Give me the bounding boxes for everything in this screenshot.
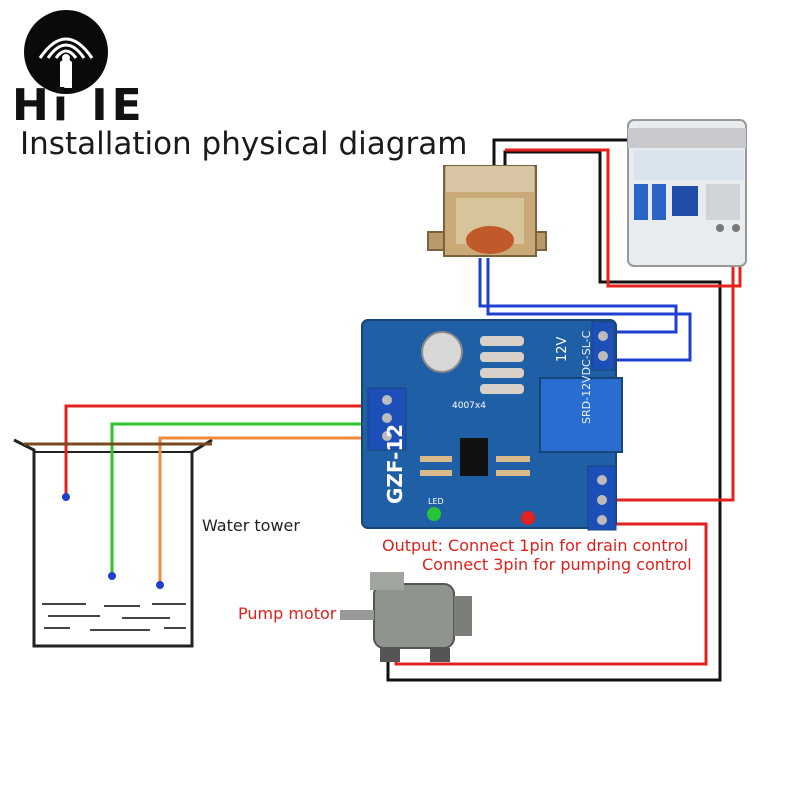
logo-icon <box>24 10 108 94</box>
board-model: GZF-12 <box>383 424 407 504</box>
brand-logo-text: Hi IE <box>12 80 146 131</box>
power-wires <box>386 138 742 682</box>
page-title: Installation physical diagram <box>20 126 468 162</box>
pump-motor-label: Pump motor <box>238 604 337 623</box>
water-tower-label: Water tower <box>202 516 300 535</box>
transformer-output-wires <box>478 258 692 362</box>
pump-icon <box>340 572 472 662</box>
relay-model: SRD-12VDC-SL-C <box>580 330 593 424</box>
breaker-icon <box>627 119 747 267</box>
transformer-icon <box>427 165 547 257</box>
tank-icon <box>13 438 213 648</box>
output-note-line2: Connect 3pin for pumping control <box>422 555 692 574</box>
output-note-line1: Output: Connect 1pin for drain control <box>382 536 689 555</box>
board-voltage: 12V <box>555 336 570 362</box>
sensor-wires <box>24 404 370 585</box>
diode-label: 4007x4 <box>452 401 486 411</box>
control-board: GZF-12 12V SRD-12VDC-SL-C 4007x4 LED <box>361 319 623 531</box>
led-label: LED <box>428 497 444 506</box>
